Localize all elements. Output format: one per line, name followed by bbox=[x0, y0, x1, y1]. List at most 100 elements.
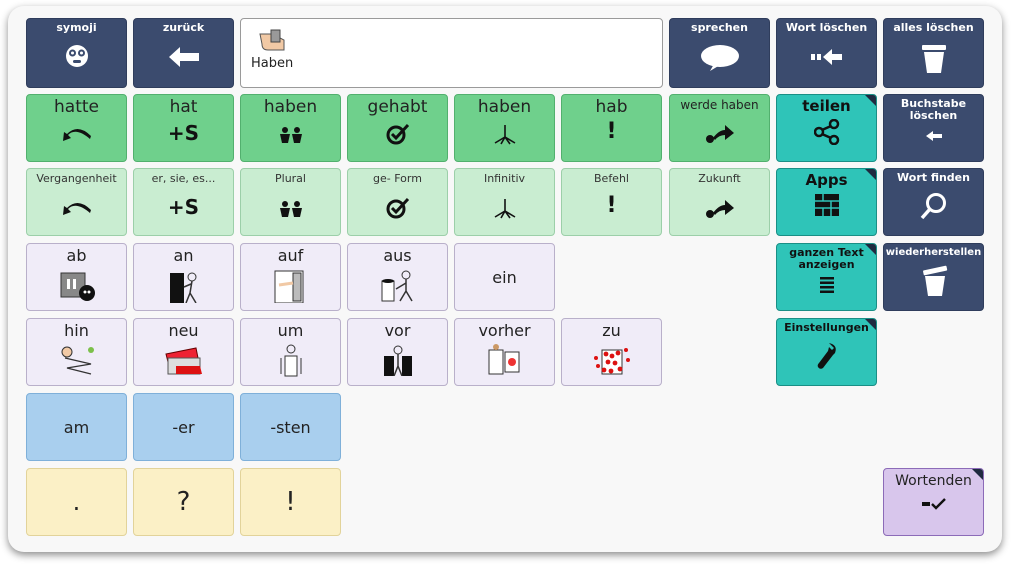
symoji-face-icon bbox=[64, 42, 90, 68]
verb-imperative[interactable]: Befehl ! bbox=[561, 168, 662, 236]
prefix-vor[interactable]: vor bbox=[347, 318, 448, 386]
suffix-er[interactable]: -er bbox=[133, 393, 234, 461]
verb-past-tense[interactable]: Vergangenheit bbox=[26, 168, 127, 236]
prefix-ein[interactable]: ein bbox=[454, 243, 555, 311]
verb-label: haben bbox=[477, 97, 532, 117]
person-leaning-icon bbox=[164, 269, 204, 303]
settings-button[interactable]: Einstellungen bbox=[776, 318, 877, 386]
closed-box-icon bbox=[590, 344, 634, 376]
delete-word-button[interactable]: Wort löschen bbox=[776, 18, 877, 88]
punctuation-period[interactable]: . bbox=[26, 468, 127, 536]
verb-hat[interactable]: hat +S bbox=[133, 94, 234, 162]
prefix-an[interactable]: an bbox=[133, 243, 234, 311]
restore-button[interactable]: wiederherstellen bbox=[883, 243, 984, 311]
verb-label: hat bbox=[169, 97, 198, 117]
prefix-label: aus bbox=[383, 246, 412, 265]
prefix-label: ab bbox=[66, 246, 87, 265]
message-word-label: Haben bbox=[251, 56, 294, 71]
verb-label: haben bbox=[263, 97, 318, 117]
prefix-ab[interactable]: ab bbox=[26, 243, 127, 311]
symoji-button[interactable]: symoji bbox=[26, 18, 127, 88]
root-icon bbox=[491, 125, 519, 145]
verb-plural[interactable]: Plural bbox=[240, 168, 341, 236]
before-sequence-icon bbox=[485, 344, 525, 376]
arrow-left-icon bbox=[167, 46, 201, 68]
verb-haben-infinitive[interactable]: haben bbox=[454, 94, 555, 162]
share-button[interactable]: teilen bbox=[776, 94, 877, 162]
find-word-label: Wort finden bbox=[897, 171, 970, 184]
verb-future[interactable]: Zukunft bbox=[669, 168, 770, 236]
person-out-icon bbox=[378, 269, 418, 303]
verb-label: Plural bbox=[275, 172, 306, 185]
verb-label: er, sie, es... bbox=[151, 172, 216, 185]
prefix-label: an bbox=[173, 246, 194, 265]
plus-s-icon: +S bbox=[167, 121, 200, 145]
prefix-zu[interactable]: zu bbox=[561, 318, 662, 386]
verb-label: ge- Form bbox=[373, 172, 422, 185]
delete-all-button[interactable]: alles löschen bbox=[883, 18, 984, 88]
punctuation-label: ! bbox=[285, 487, 296, 517]
message-word[interactable]: Haben bbox=[251, 28, 293, 71]
verb-label: gehabt bbox=[367, 97, 428, 117]
suffix-label: am bbox=[63, 417, 90, 437]
plural-people-icon bbox=[278, 201, 304, 217]
verb-label: werde haben bbox=[680, 98, 759, 112]
delete-letter-button[interactable]: Buchstabe löschen bbox=[883, 94, 984, 162]
prefix-label: vor bbox=[384, 321, 411, 340]
find-word-button[interactable]: Wort finden bbox=[883, 168, 984, 236]
prefix-hin[interactable]: hin bbox=[26, 318, 127, 386]
speak-label: sprechen bbox=[691, 21, 748, 34]
prefix-neu[interactable]: neu bbox=[133, 318, 234, 386]
verb-third-person[interactable]: er, sie, es... +S bbox=[133, 168, 234, 236]
verb-hatte[interactable]: hatte bbox=[26, 94, 127, 162]
prefix-label: zu bbox=[602, 321, 621, 340]
prefix-label: ein bbox=[492, 267, 517, 287]
prefix-label: auf bbox=[277, 246, 304, 265]
apps-button[interactable]: Apps bbox=[776, 168, 877, 236]
verb-label: Vergangenheit bbox=[36, 172, 117, 185]
suffix-sten[interactable]: -sten bbox=[240, 393, 341, 461]
prefix-label: um bbox=[277, 321, 304, 340]
new-shoes-box-icon bbox=[162, 344, 206, 376]
text-lines-icon bbox=[819, 277, 834, 293]
back-label: zurück bbox=[162, 21, 205, 34]
past-arrow-icon bbox=[62, 127, 92, 143]
punctuation-label: . bbox=[72, 488, 81, 516]
apps-grid-icon bbox=[814, 194, 839, 216]
verb-hab[interactable]: hab ! bbox=[561, 94, 662, 162]
past-arrow-icon bbox=[62, 201, 92, 217]
suffix-label: -sten bbox=[270, 417, 311, 437]
punctuation-exclamation[interactable]: ! bbox=[240, 468, 341, 536]
verb-gehabt[interactable]: gehabt bbox=[347, 94, 448, 162]
symoji-label: symoji bbox=[56, 21, 97, 34]
arrow-left-small-icon bbox=[925, 130, 943, 142]
verb-haben-plural[interactable]: haben bbox=[240, 94, 341, 162]
show-full-text-button[interactable]: ganzen Text anzeigen bbox=[776, 243, 877, 311]
prefix-um[interactable]: um bbox=[240, 318, 341, 386]
verb-label: Zukunft bbox=[698, 172, 741, 185]
prefix-auf[interactable]: auf bbox=[240, 243, 341, 311]
prefix-vorher[interactable]: vorher bbox=[454, 318, 555, 386]
check-icon bbox=[386, 123, 410, 145]
restore-label: wiederherstellen bbox=[885, 247, 982, 258]
verb-werde-haben[interactable]: werde haben bbox=[669, 94, 770, 162]
verb-infinitive[interactable]: Infinitiv bbox=[454, 168, 555, 236]
punctuation-question[interactable]: ? bbox=[133, 468, 234, 536]
plus-s-icon: +S bbox=[167, 195, 200, 219]
off-switch-icon bbox=[57, 269, 97, 301]
verb-label: hab bbox=[595, 97, 628, 117]
verb-participle[interactable]: ge- Form bbox=[347, 168, 448, 236]
future-arrow-icon bbox=[705, 124, 735, 144]
word-endings-button[interactable]: Wortenden bbox=[883, 468, 984, 536]
speak-button[interactable]: sprechen bbox=[669, 18, 770, 88]
dash-check-icon bbox=[921, 497, 947, 511]
verb-label: Befehl bbox=[594, 172, 629, 185]
message-bar[interactable]: Haben bbox=[240, 18, 663, 88]
exclamation-icon: ! bbox=[606, 193, 617, 218]
open-door-icon bbox=[271, 269, 311, 303]
back-button[interactable]: zurück bbox=[133, 18, 234, 88]
prefix-aus[interactable]: aus bbox=[347, 243, 448, 311]
person-before-block-icon bbox=[378, 344, 418, 376]
verb-label: Infinitiv bbox=[483, 172, 526, 185]
suffix-am[interactable]: am bbox=[26, 393, 127, 461]
